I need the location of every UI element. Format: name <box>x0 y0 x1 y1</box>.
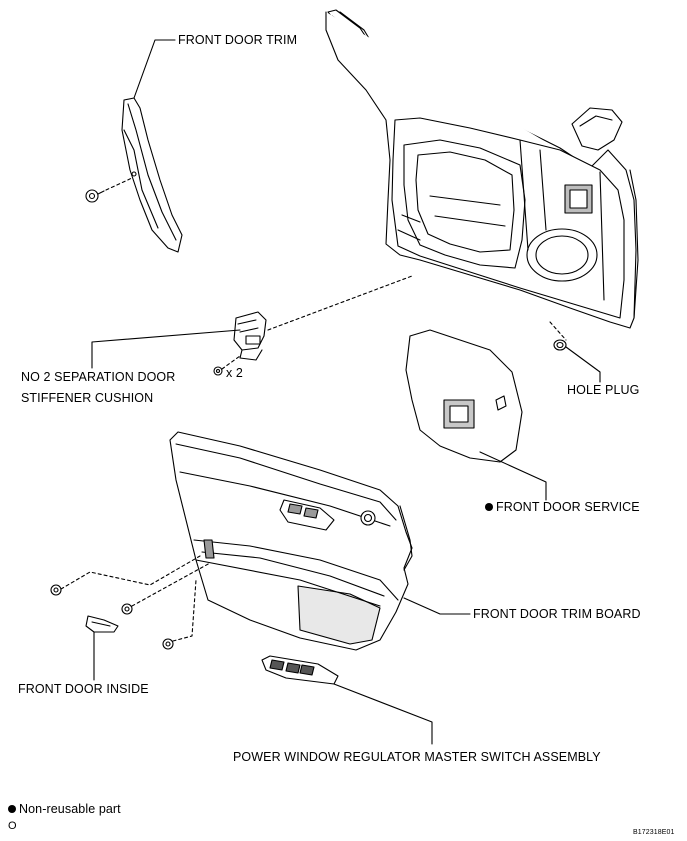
label-qty-x2: x 2 <box>226 366 243 380</box>
master-switch-part <box>261 655 339 685</box>
label-hole-plug: HOLE PLUG <box>567 383 640 397</box>
legend-dot-icon <box>8 805 16 813</box>
door-inside-handle-part <box>85 615 119 633</box>
label-front-door-service-text: FRONT DOOR SERVICE <box>496 500 640 514</box>
label-front-door-service: FRONT DOOR SERVICE <box>485 500 640 514</box>
figure-code: B172318E01 <box>633 829 675 836</box>
front-door-trim-part <box>121 97 183 253</box>
non-reusable-mark-icon <box>485 503 493 511</box>
label-separation-cushion-line2: STIFFENER CUSHION <box>21 391 154 405</box>
label-front-door-inside: FRONT DOOR INSIDE <box>18 682 149 696</box>
trim-clip <box>85 189 105 203</box>
label-front-door-trim-board: FRONT DOOR TRIM BOARD <box>473 607 641 621</box>
front-door-panel <box>325 9 639 329</box>
cushion-clip <box>213 366 223 376</box>
trim-board-clips <box>50 584 174 650</box>
legend-non-reusable: Non-reusable part <box>8 802 121 816</box>
legend-non-reusable-text: Non-reusable part <box>19 802 121 816</box>
hole-plug-part <box>553 339 567 351</box>
label-front-door-trim: FRONT DOOR TRIM <box>178 33 298 47</box>
label-power-window-switch: POWER WINDOW REGULATOR MASTER SWITCH ASS… <box>233 750 601 764</box>
label-separation-cushion-line1: NO 2 SEPARATION DOOR <box>21 370 176 384</box>
separation-cushion-part <box>233 311 267 361</box>
legend-corner-mark: O <box>8 820 17 832</box>
trim-board-part <box>169 431 413 651</box>
service-hole-cover-part <box>405 329 523 463</box>
